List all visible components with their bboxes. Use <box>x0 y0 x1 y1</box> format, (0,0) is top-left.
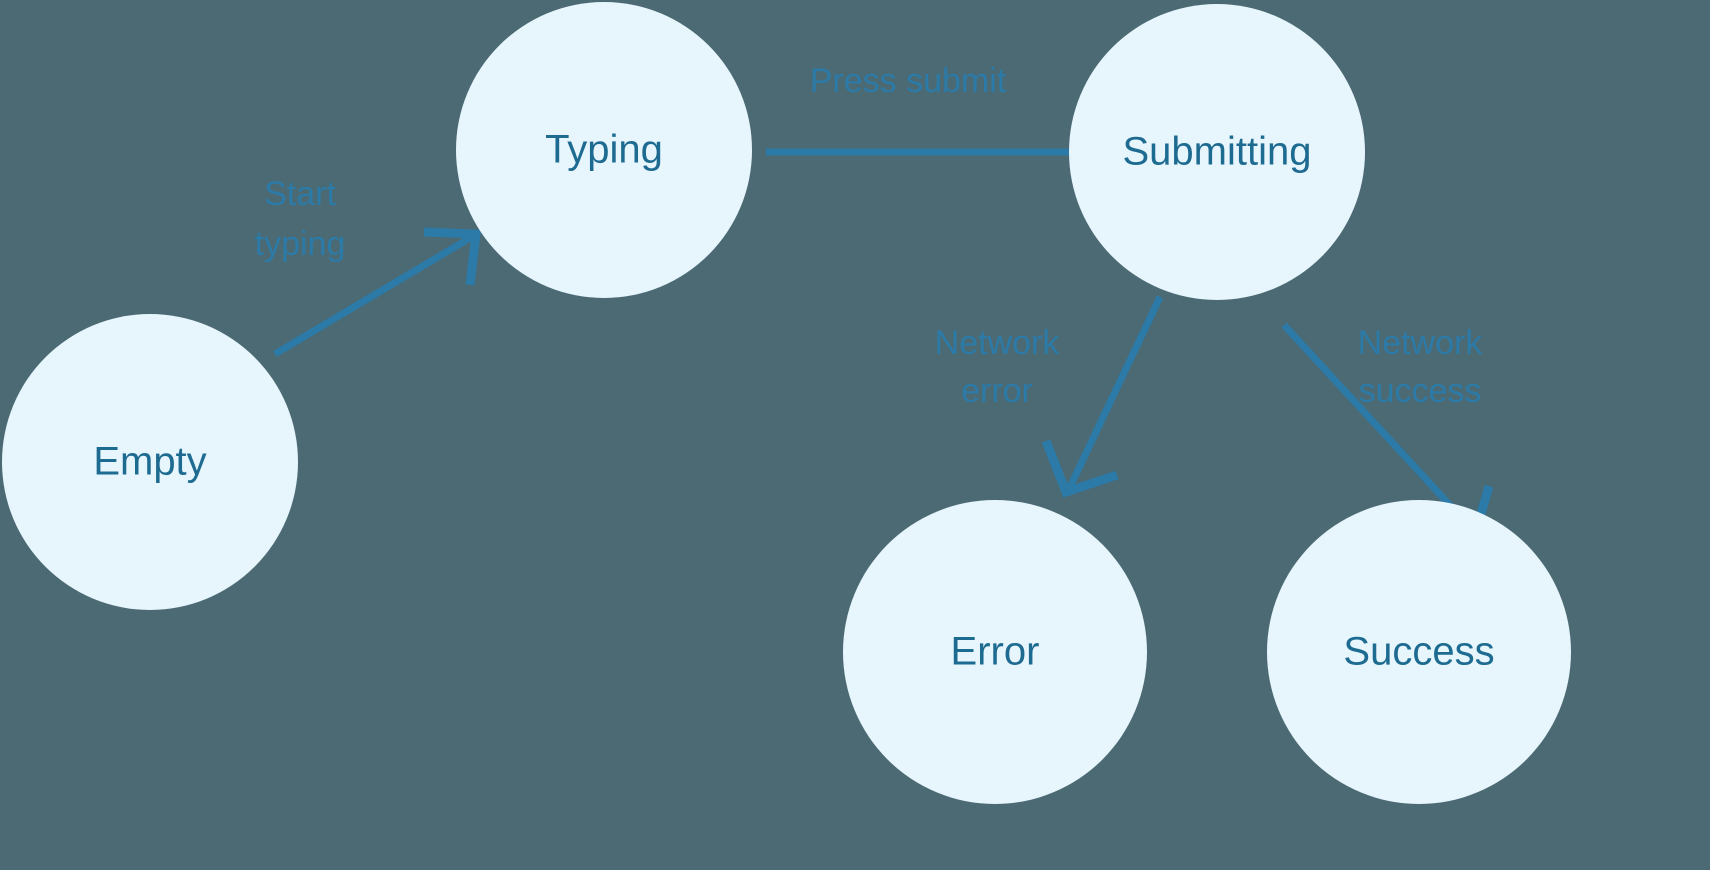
state-node-error-label: Error <box>951 630 1040 674</box>
edge-label-line: success <box>1359 372 1482 410</box>
state-node-error[interactable]: Error <box>843 500 1147 804</box>
edge-label-submitting-to-success: Network success <box>1358 324 1484 410</box>
state-node-empty-circle[interactable] <box>2 314 298 610</box>
state-node-success-circle[interactable] <box>1267 500 1571 804</box>
state-node-success[interactable]: Success <box>1267 500 1571 804</box>
edge-submitting-to-success-line <box>1281 322 1473 530</box>
edge-submitting-to-error-arrowhead <box>1041 439 1119 498</box>
edge-submitting-to-error-line <box>1066 295 1164 489</box>
edge-empty-to-typing-arrowhead <box>423 227 482 286</box>
edge-label-line: Press submit <box>810 62 1007 100</box>
state-node-submitting-label: Submitting <box>1123 130 1312 174</box>
edge-submitting-to-error <box>1041 295 1164 498</box>
state-node-submitting-circle[interactable] <box>1069 4 1365 300</box>
edge-label-submitting-to-error: Network error <box>935 324 1061 410</box>
edge-label-line: typing <box>255 225 346 263</box>
state-node-typing[interactable]: Typing <box>456 2 752 298</box>
state-node-empty[interactable]: Empty <box>2 314 298 610</box>
edge-label-empty-to-typing: Start typing <box>255 175 346 263</box>
state-node-empty-label: Empty <box>93 440 206 484</box>
edge-empty-to-typing-line <box>273 234 472 358</box>
edge-label-typing-to-submitting: Press submit <box>810 62 1007 100</box>
state-node-submitting[interactable]: Submitting <box>1069 4 1365 300</box>
edge-empty-to-typing <box>273 227 482 358</box>
edge-label-line: error <box>961 372 1033 410</box>
state-node-typing-label: Typing <box>545 128 663 172</box>
state-node-success-label: Success <box>1343 630 1494 674</box>
state-node-typing-circle[interactable] <box>456 2 752 298</box>
state-node-error-circle[interactable] <box>843 500 1147 804</box>
edge-label-line: Network <box>935 324 1061 362</box>
edge-label-line: Network <box>1358 324 1484 362</box>
edge-label-line: Start <box>264 175 336 213</box>
